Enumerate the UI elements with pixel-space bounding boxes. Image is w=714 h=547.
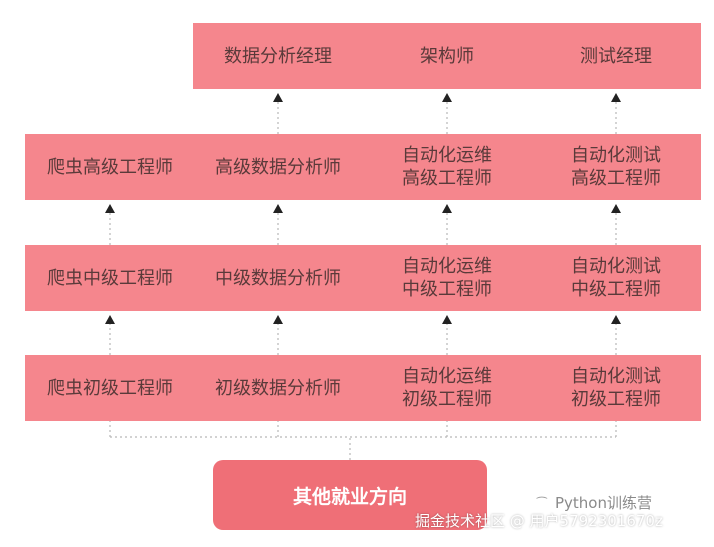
node-col1-top-label: 数据分析经理 — [224, 45, 332, 67]
arrow-col1-top — [273, 93, 283, 102]
arrow-col0-1 — [105, 204, 115, 213]
node-col3-level1-label: 自动化测试 — [571, 256, 661, 277]
arrow-col1-0 — [273, 315, 283, 324]
node-col3-level1-label: 中级工程师 — [571, 279, 661, 300]
node-col2-level1-label: 中级工程师 — [402, 279, 492, 300]
arrow-col3-top — [611, 93, 621, 102]
node-col3-level0-label: 自动化测试 — [571, 366, 661, 387]
arrow-col2-top — [442, 93, 452, 102]
node-col2-level1-label: 自动化运维 — [402, 256, 492, 277]
node-col0-level0: 爬虫初级工程师 — [25, 355, 195, 421]
node-col1-level2-label: 高级数据分析师 — [215, 156, 341, 178]
node-col3-top-label: 测试经理 — [580, 45, 652, 67]
node-col2-level0-label: 初级工程师 — [402, 389, 492, 410]
node-col0-level2: 爬虫高级工程师 — [25, 134, 195, 200]
node-col3-level1: 自动化测试中级工程师 — [531, 245, 701, 311]
node-col0-level2-label: 爬虫高级工程师 — [47, 156, 173, 178]
root-node-label: 其他就业方向 — [292, 485, 407, 508]
node-col1-level0: 初级数据分析师 — [193, 355, 363, 421]
node-col2-level0: 自动化运维初级工程师 — [362, 355, 532, 421]
node-col2-level2-label: 高级工程师 — [402, 168, 492, 189]
wechat-icon: ⁀ — [537, 497, 547, 511]
node-col1-level2: 高级数据分析师 — [193, 134, 363, 200]
watermark-credit: 掘金技术社区 @ 用户5792301670z — [415, 512, 663, 530]
node-col2-level2: 自动化运维高级工程师 — [362, 134, 532, 200]
arrow-col2-0 — [442, 315, 452, 324]
node-col2-top: 架构师 — [362, 23, 532, 89]
node-col2-level2-label: 自动化运维 — [402, 145, 492, 166]
arrow-col2-1 — [442, 204, 452, 213]
root-node: 其他就业方向 — [213, 460, 487, 530]
node-col1-level0-label: 初级数据分析师 — [215, 377, 341, 399]
node-col0-level1-label: 爬虫中级工程师 — [47, 267, 173, 289]
arrow-col3-0 — [611, 315, 621, 324]
node-col0-level0-label: 爬虫初级工程师 — [47, 377, 173, 399]
node-col3-level2-label: 自动化测试 — [571, 145, 661, 166]
node-col1-level1: 中级数据分析师 — [193, 245, 363, 311]
node-col3-top: 测试经理 — [531, 23, 701, 89]
node-col1-top: 数据分析经理 — [193, 23, 363, 89]
arrow-col0-0 — [105, 315, 115, 324]
node-col3-level0: 自动化测试初级工程师 — [531, 355, 701, 421]
node-col3-level2: 自动化测试高级工程师 — [531, 134, 701, 200]
node-col3-level2-label: 高级工程师 — [571, 168, 661, 189]
arrow-col3-1 — [611, 204, 621, 213]
node-col2-top-label: 架构师 — [420, 45, 474, 67]
node-col2-level1: 自动化运维中级工程师 — [362, 245, 532, 311]
node-col3-level0-label: 初级工程师 — [571, 389, 661, 410]
node-col1-level1-label: 中级数据分析师 — [215, 267, 341, 289]
watermark-account: Python训练营 — [555, 494, 652, 512]
arrow-col1-1 — [273, 204, 283, 213]
node-col0-level1: 爬虫中级工程师 — [25, 245, 195, 311]
node-col2-level0-label: 自动化运维 — [402, 366, 492, 387]
